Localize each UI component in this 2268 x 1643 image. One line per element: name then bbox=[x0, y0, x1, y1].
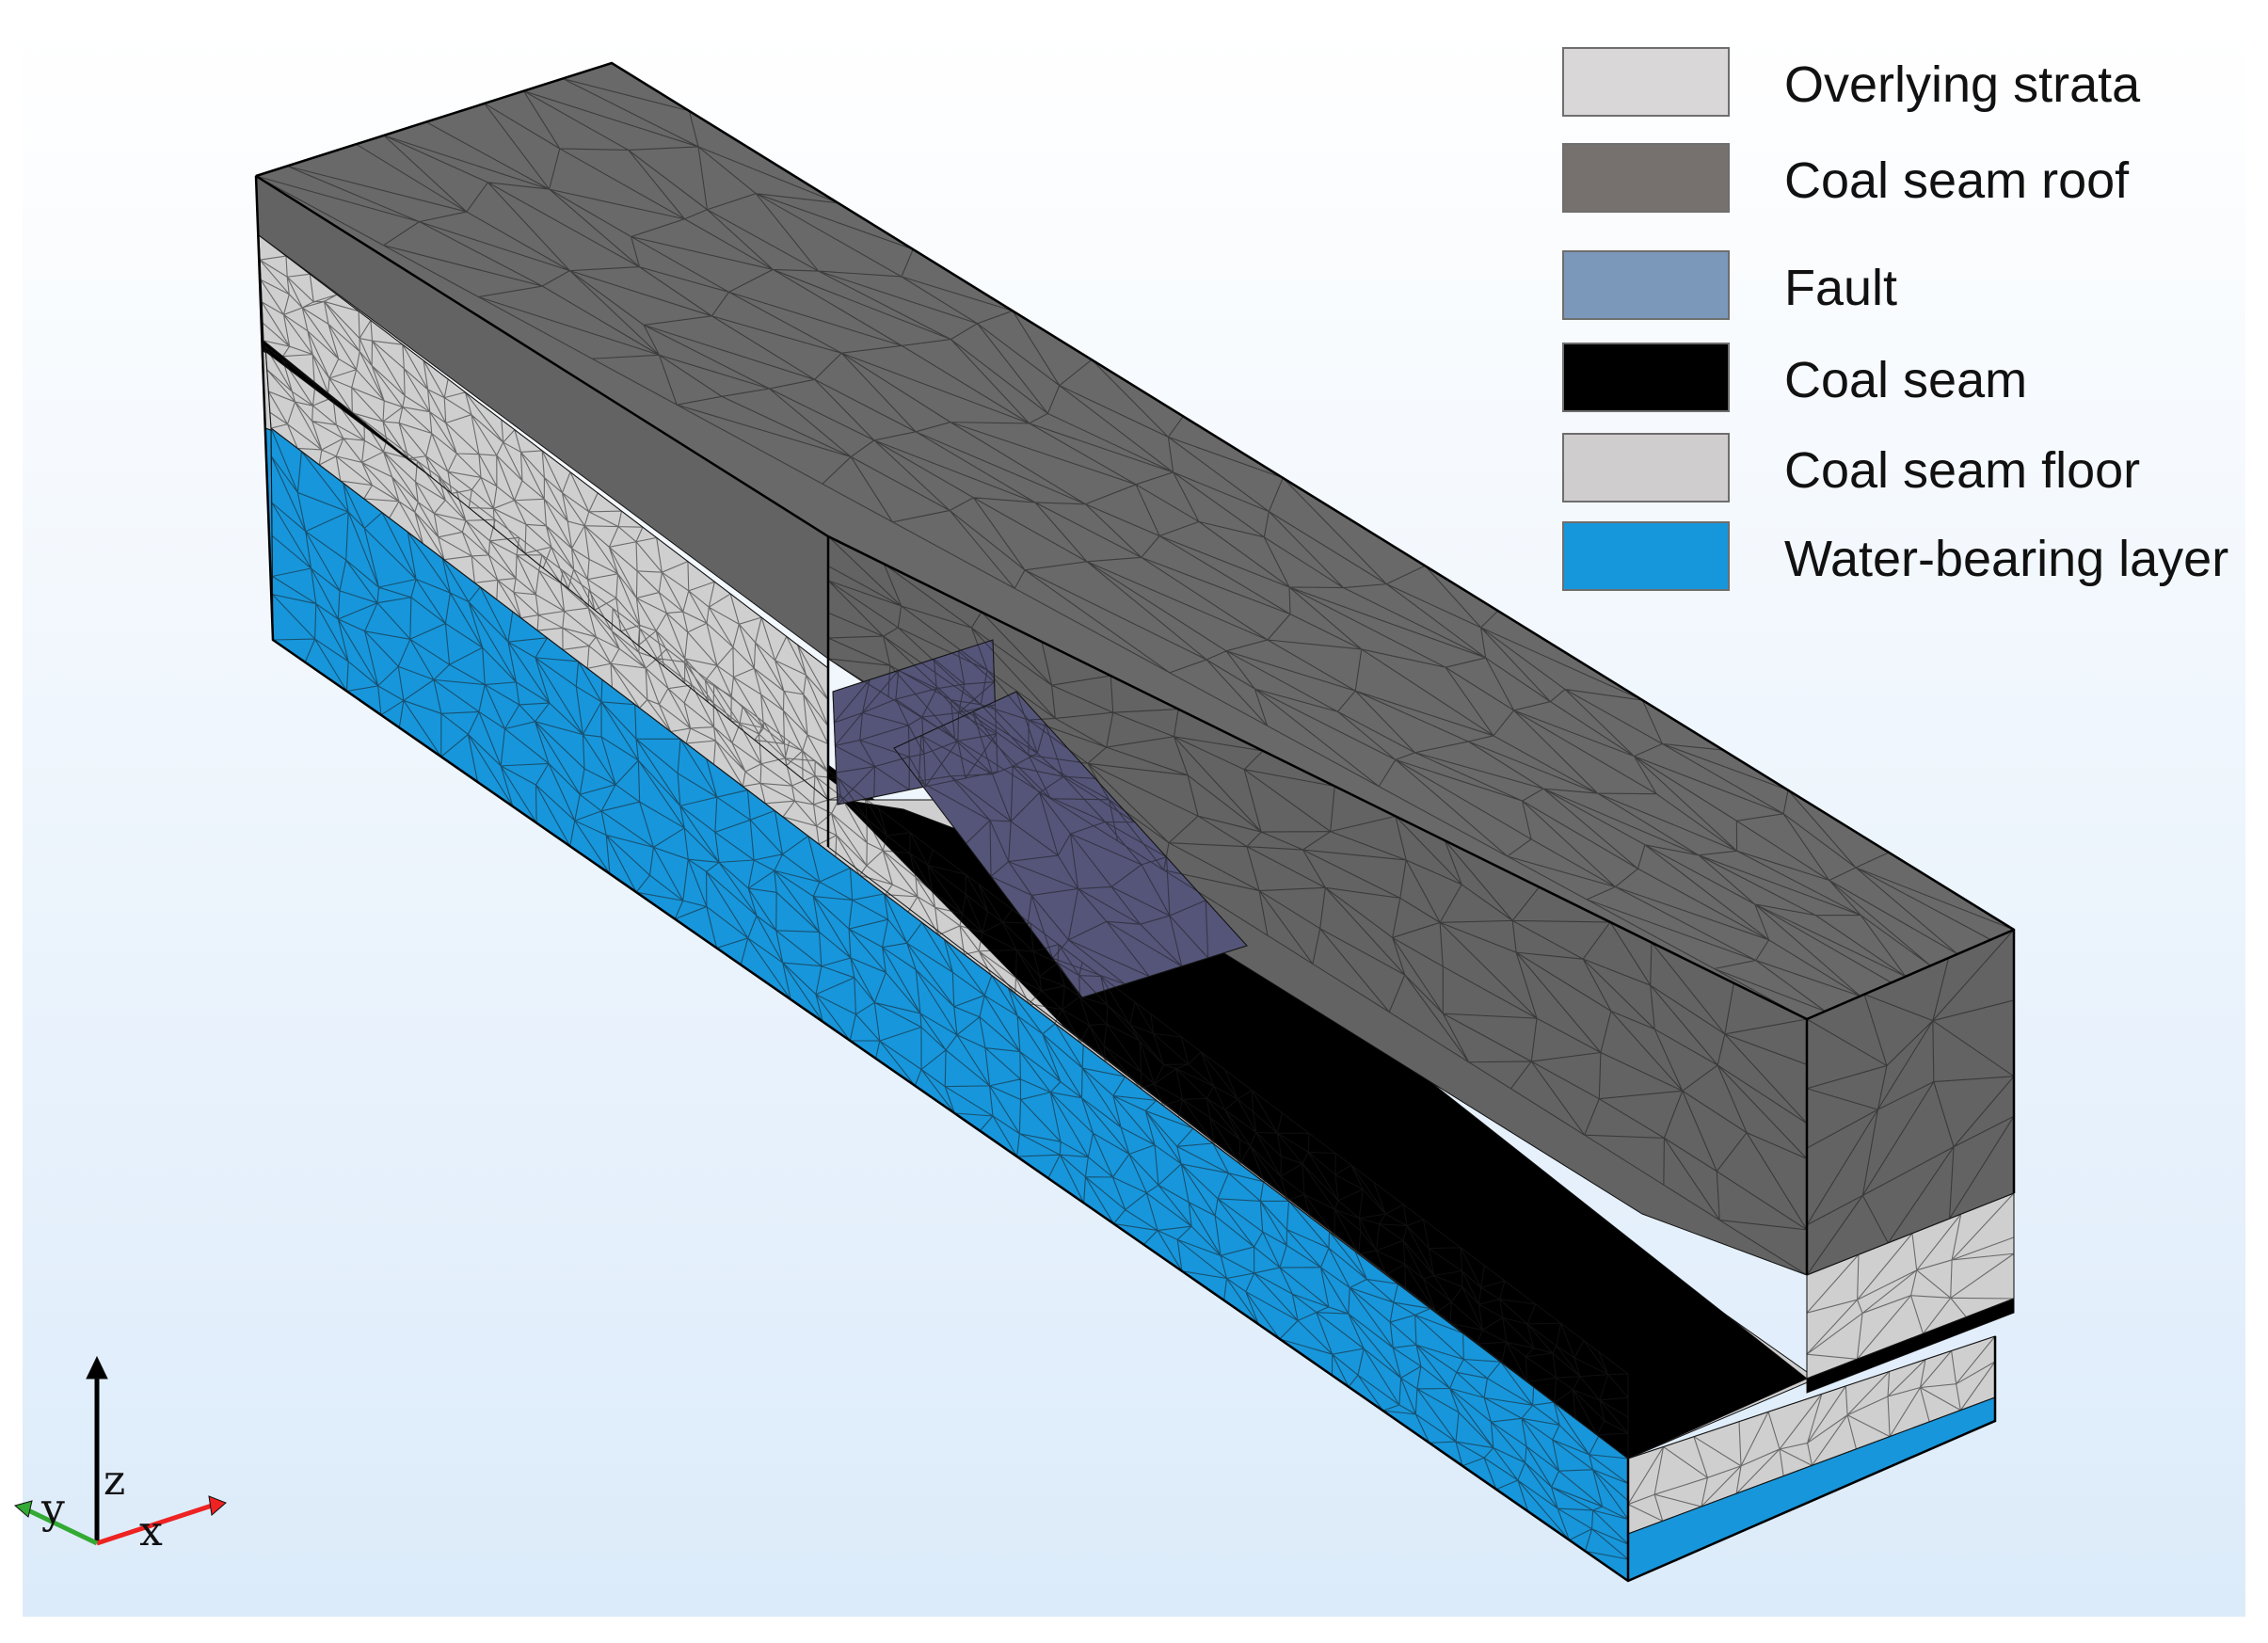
axis-triad bbox=[13, 1355, 227, 1546]
legend-swatch-fault bbox=[1562, 250, 1730, 320]
axis-y-label: y bbox=[41, 1485, 65, 1533]
axis-x-label: x bbox=[139, 1507, 163, 1555]
legend-label-overlying-strata: Overlying strata bbox=[1784, 56, 2141, 113]
axis-y-line bbox=[26, 1507, 99, 1546]
legend-item-coal-seam-floor: Coal seam floor bbox=[1562, 433, 2259, 502]
axis-x-arrowhead bbox=[208, 1495, 227, 1516]
right-end-face bbox=[1627, 929, 2015, 1582]
block-edges bbox=[254, 61, 2016, 1583]
legend-label-water-bearing-layer: Water-bearing layer bbox=[1784, 531, 2229, 587]
legend-label-coal-seam-floor: Coal seam floor bbox=[1784, 442, 2141, 499]
legend-item-coal-seam: Coal seam bbox=[1562, 343, 2259, 412]
legend-swatch-coal-seam-roof bbox=[1562, 143, 1730, 213]
axis-z-label: z bbox=[104, 1457, 126, 1505]
legend: Overlying strata Coal seam roof Fault Co… bbox=[1562, 47, 2259, 612]
legend-swatch-coal-seam-floor bbox=[1562, 433, 1730, 502]
legend-label-fault: Fault bbox=[1784, 260, 1898, 316]
legend-item-fault: Fault bbox=[1562, 250, 2259, 320]
legend-label-coal-seam-roof: Coal seam roof bbox=[1784, 152, 2130, 209]
legend-swatch-water-bearing-layer bbox=[1562, 521, 1730, 591]
legend-item-coal-seam-roof: Coal seam roof bbox=[1562, 143, 2259, 213]
axis-y-arrowhead bbox=[13, 1500, 33, 1518]
mesh-lines bbox=[254, 62, 2016, 1583]
axis-x-line bbox=[96, 1503, 213, 1546]
legend-swatch-coal-seam bbox=[1562, 343, 1730, 412]
legend-swatch-overlying-strata bbox=[1562, 47, 1730, 117]
legend-item-water-bearing-layer: Water-bearing layer bbox=[1562, 521, 2259, 591]
legend-item-overlying-strata: Overlying strata bbox=[1562, 47, 2259, 117]
legend-label-coal-seam: Coal seam bbox=[1784, 352, 2028, 408]
axis-z-arrowhead bbox=[86, 1355, 108, 1380]
